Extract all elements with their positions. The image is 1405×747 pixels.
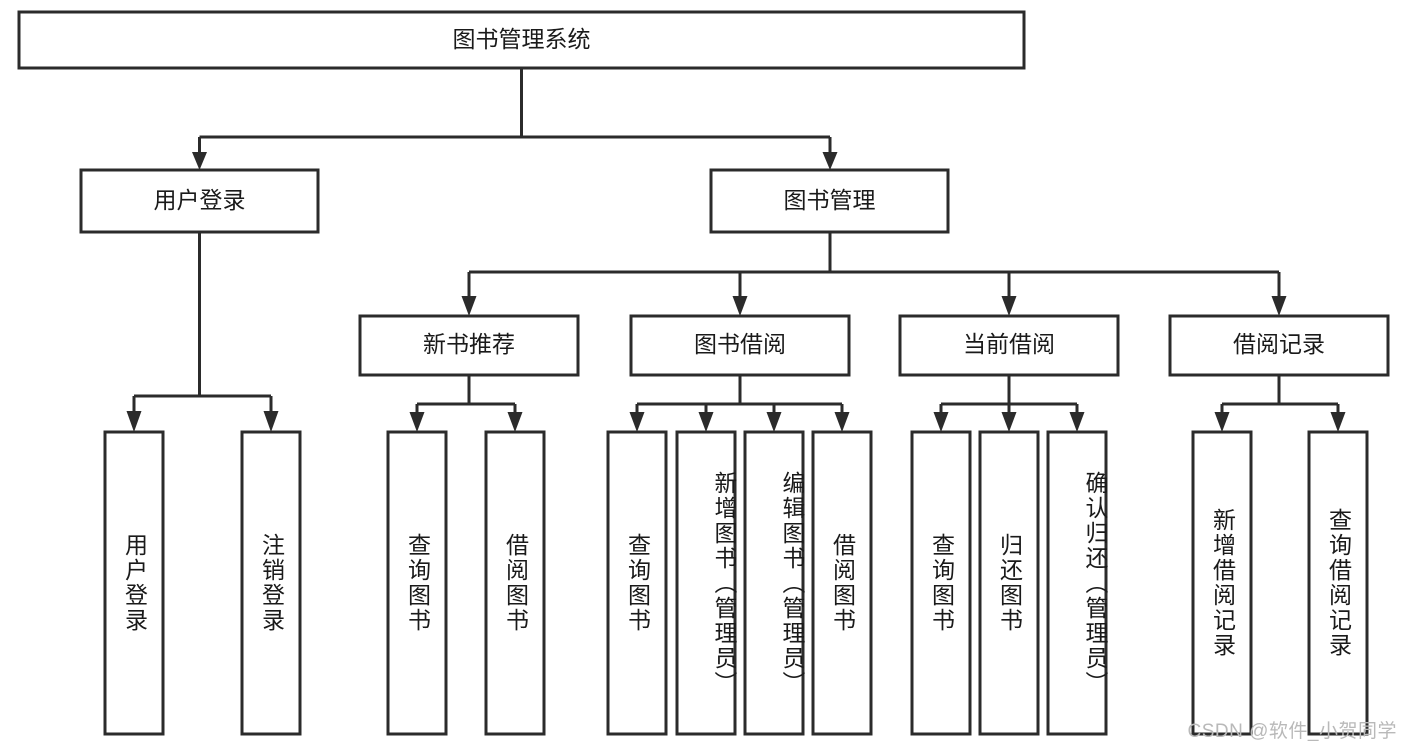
node-user-login-box[interactable] — [79, 168, 320, 234]
node-leaf-add-record-box[interactable] — [1191, 430, 1253, 736]
node-leaf-query-book-1-box[interactable] — [386, 430, 448, 736]
node-user-login[interactable]: 用户登录 — [79, 168, 320, 234]
node-leaf-query-record-box[interactable] — [1307, 430, 1369, 736]
arrowhead-leaf-query-book-3 — [933, 412, 949, 432]
arrowhead-leaf-logout — [263, 411, 279, 432]
node-borrow-record[interactable]: 借阅记录 — [1168, 314, 1390, 377]
node-leaf-query-book-3-box[interactable] — [910, 430, 972, 736]
node-root[interactable]: 图书管理系统 — [17, 10, 1026, 70]
node-leaf-return-book-box[interactable] — [978, 430, 1040, 736]
node-borrow-record-box[interactable] — [1168, 314, 1390, 377]
node-leaf-user-login-box[interactable] — [103, 430, 165, 736]
leaf-boxes — [103, 430, 1369, 736]
arrowhead-leaf-user-login — [126, 411, 142, 432]
arrowhead-current-borrow — [1001, 296, 1017, 316]
node-new-book-rec[interactable]: 新书推荐 — [358, 314, 580, 377]
arrowhead-leaf-edit-book — [766, 412, 782, 432]
node-leaf-logout-box[interactable] — [240, 430, 302, 736]
node-new-book-rec-label: 新书推荐 — [423, 331, 515, 357]
node-user-login-label: 用户登录 — [154, 187, 246, 213]
arrowhead-leaf-return-book — [1001, 412, 1017, 432]
node-new-book-rec-box[interactable] — [358, 314, 580, 377]
node-book-manage-box[interactable] — [709, 168, 950, 234]
node-current-borrow-box[interactable] — [898, 314, 1120, 377]
arrowhead-leaf-confirm-return — [1069, 412, 1085, 432]
node-borrow-record-label: 借阅记录 — [1233, 331, 1325, 357]
arrowhead-book-borrow — [732, 296, 748, 316]
node-book-manage[interactable]: 图书管理 — [709, 168, 950, 234]
node-book-borrow-label: 图书借阅 — [694, 331, 786, 357]
arrowhead-leaf-query-record — [1330, 412, 1346, 432]
node-book-borrow[interactable]: 图书借阅 — [629, 314, 851, 377]
node-leaf-borrow-book-2-box[interactable] — [811, 430, 873, 736]
arrowhead-leaf-add-record — [1214, 412, 1230, 432]
node-root-box[interactable] — [17, 10, 1026, 70]
node-book-manage-label: 图书管理 — [784, 187, 876, 213]
arrowhead-leaf-borrow-book-1 — [507, 412, 523, 432]
arrowhead-leaf-query-book-2 — [629, 412, 645, 432]
node-leaf-add-book-box[interactable] — [675, 430, 737, 736]
node-leaf-borrow-book-1-box[interactable] — [484, 430, 546, 736]
arrowhead-leaf-query-book-1 — [409, 412, 425, 432]
node-leaf-confirm-return-box[interactable] — [1046, 430, 1108, 736]
node-book-borrow-box[interactable] — [629, 314, 851, 377]
connectors — [126, 68, 1346, 432]
arrowhead-leaf-add-book — [698, 412, 714, 432]
node-leaf-edit-book-box[interactable] — [743, 430, 805, 736]
node-root-label: 图书管理系统 — [453, 26, 591, 52]
arrowhead-borrow-record — [1271, 296, 1287, 316]
node-current-borrow[interactable]: 当前借阅 — [898, 314, 1120, 377]
arrowhead-leaf-borrow-book-2 — [834, 412, 850, 432]
arrowhead-user-login — [192, 152, 207, 170]
node-current-borrow-label: 当前借阅 — [963, 331, 1055, 357]
csdn-watermark: CSDN @软件_小贺同学 — [1187, 721, 1397, 742]
arrowhead-book-manage — [822, 152, 838, 170]
node-leaf-query-book-2-box[interactable] — [606, 430, 668, 736]
arrowhead-new-book-rec — [461, 296, 477, 316]
